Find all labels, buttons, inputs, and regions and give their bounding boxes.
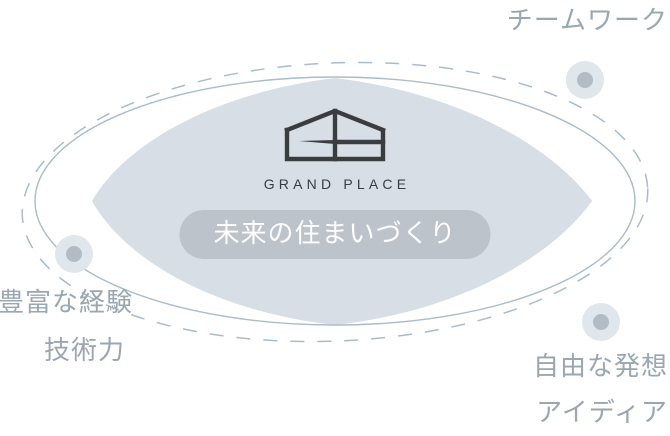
tagline-pill: 未来の住まいづくり	[179, 210, 491, 259]
orbit-node-left	[55, 235, 93, 273]
tagline-text: 未来の住まいづくり	[213, 218, 457, 248]
brand-logo: GRAND PLACE	[205, 108, 465, 192]
house-outline-icon	[284, 108, 386, 162]
orbit-node-top-right	[566, 61, 604, 99]
orbit-ellipse-dashed	[21, 61, 649, 343]
keyword-idea: アイディア	[536, 397, 668, 427]
keyword-skill: 技術力	[44, 335, 126, 365]
keyword-free-thinking: 自由な発想	[532, 351, 668, 381]
keyword-experience: 豊富な経験	[0, 287, 134, 317]
orbit-node-bottom-right	[582, 303, 620, 341]
keyword-teamwork: チームワーク	[506, 5, 668, 35]
orbit-ellipse-solid	[34, 76, 636, 326]
lens-shape	[92, 78, 592, 325]
brand-wordmark: GRAND PLACE	[263, 176, 411, 192]
